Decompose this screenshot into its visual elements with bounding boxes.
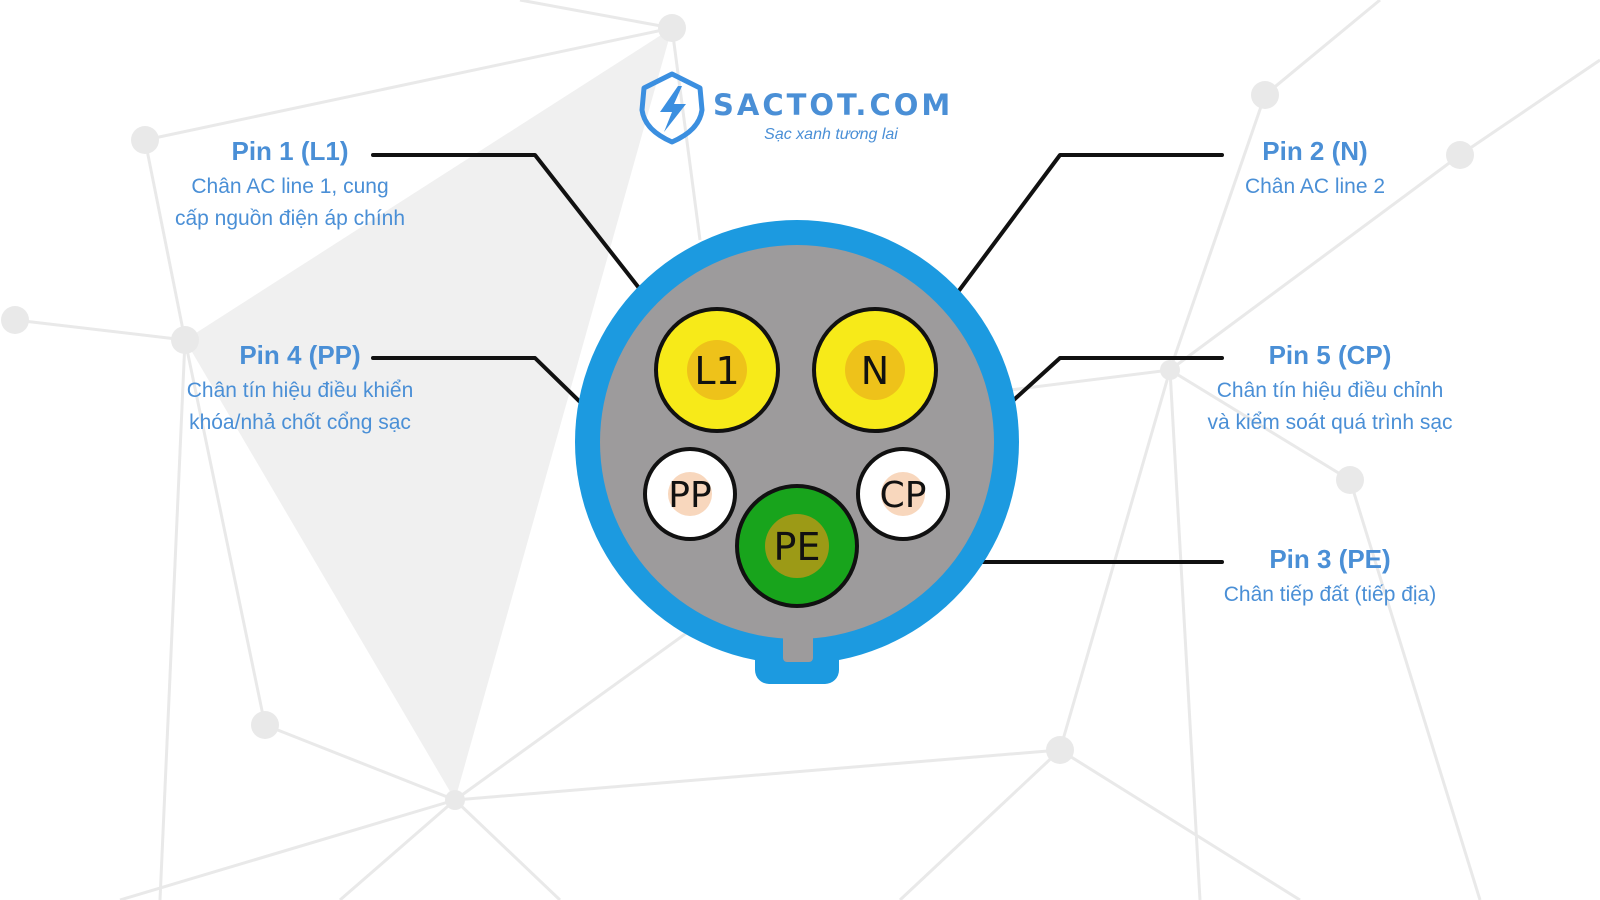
network-node [1046, 736, 1074, 764]
callout-pin4-desc: Chân tín hiệu điều khiển khóa/nhả chốt c… [140, 375, 460, 439]
network-node [1, 306, 29, 334]
network-node [658, 14, 686, 42]
brand-logo: SACTOT.COM Sạc xanh tương lai [639, 71, 953, 145]
background-triangle [185, 28, 672, 800]
callout-pin5-desc-line2: và kiểm soát quá trình sạc [1207, 411, 1453, 434]
callout-pin1-title: Pin 1 (L1) [231, 136, 349, 166]
pin-pe: PE [735, 484, 859, 608]
callout-pin3-title: Pin 3 (PE) [1269, 544, 1391, 574]
network-node [131, 126, 159, 154]
callout-pin2-desc: Chân AC line 2 [1244, 175, 1386, 198]
pin-pp: PP [643, 447, 737, 541]
callout-pin4: Pin 4 (PP) Chân tín hiệu điều khiển khóa… [140, 339, 460, 439]
callout-pin1-desc-line1: Chân AC line 1, cung [191, 175, 389, 198]
callout-pin5: Pin 5 (CP) Chân tín hiệu điều chỉnh và k… [1160, 339, 1500, 439]
callout-pin3: Pin 3 (PE) Chân tiếp đất (tiếp địa) [1175, 543, 1485, 611]
callout-pin4-title: Pin 4 (PP) [239, 340, 361, 370]
pin-label-pe: PE [774, 525, 821, 569]
pin-label-cp: CP [880, 475, 927, 516]
callout-pin2-title: Pin 2 (N) [1262, 136, 1368, 166]
network-node [445, 790, 465, 810]
network-node [1251, 81, 1279, 109]
network-node [1446, 141, 1474, 169]
pin-label-n: N [861, 349, 889, 393]
pin-label-l1: L1 [694, 349, 739, 393]
callout-pin4-desc-line1: Chân tín hiệu điều khiển [186, 379, 414, 402]
callout-pin5-desc: Chân tín hiệu điều chỉnh và kiểm soát qu… [1160, 375, 1500, 439]
callout-pin1-desc: Chân AC line 1, cung cấp nguồn điện áp c… [130, 171, 450, 235]
pin-label-pp: PP [668, 475, 711, 516]
callout-pin1-desc-line2: cấp nguồn điện áp chính [174, 207, 406, 230]
callout-pin5-desc-line1: Chân tín hiệu điều chỉnh [1216, 379, 1444, 402]
leader-line-pin1 [371, 153, 684, 345]
network-node [171, 326, 199, 354]
leader-line-pin2 [918, 153, 1224, 345]
pin-n: N [812, 307, 938, 433]
callout-pin3-desc: Chân tiếp đất (tiếp địa) [1223, 583, 1437, 606]
pin-cp: CP [856, 447, 950, 541]
pin-l1: L1 [654, 307, 780, 433]
lightning-shield-icon [639, 71, 705, 145]
connector-key-notch [783, 620, 813, 662]
callout-pin1: Pin 1 (L1) Chân AC line 1, cung cấp nguồ… [130, 135, 450, 235]
callout-pin4-desc-line2: khóa/nhả chốt cổng sạc [189, 411, 411, 434]
network-node [1336, 466, 1364, 494]
network-node [1160, 360, 1180, 380]
brand-tagline: Sạc xanh tương lai [764, 126, 898, 143]
network-node [251, 711, 279, 739]
type2-connector [575, 220, 1019, 684]
brand-name: SACTOT.COM [713, 88, 953, 122]
callout-pin5-title: Pin 5 (CP) [1268, 340, 1392, 370]
callout-pin2: Pin 2 (N) Chân AC line 2 [1175, 135, 1455, 203]
